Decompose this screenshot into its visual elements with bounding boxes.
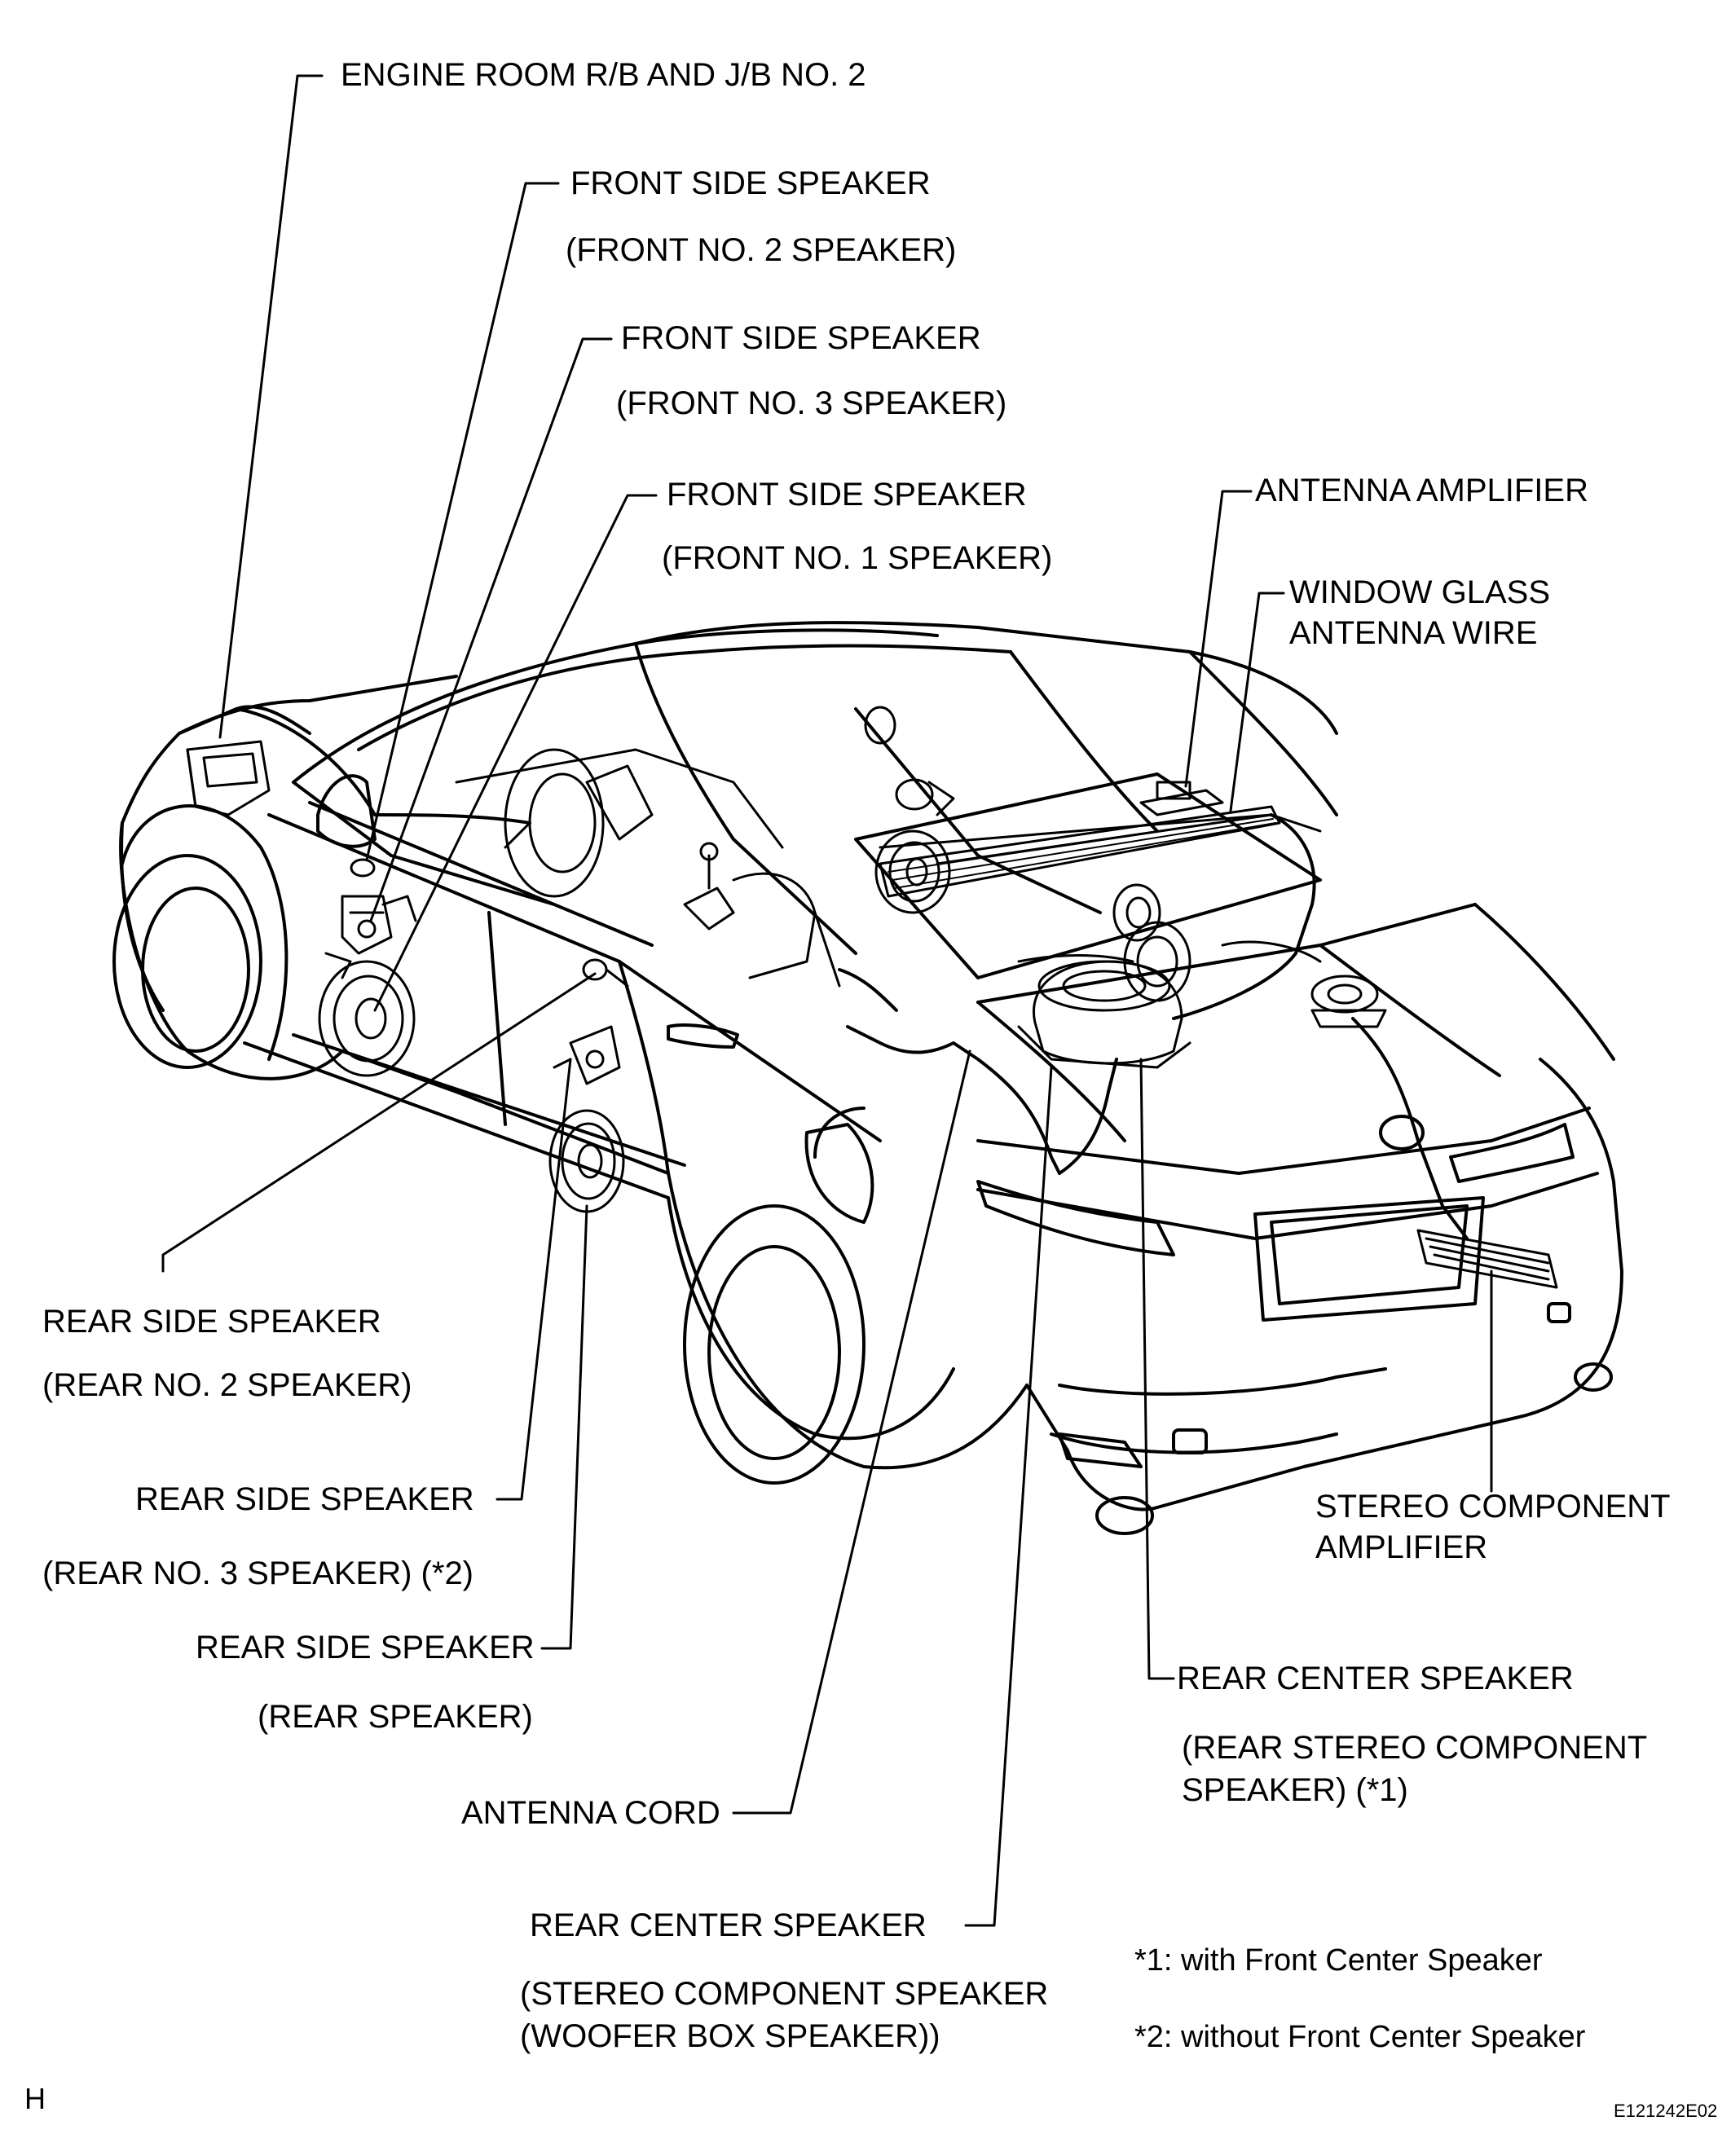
label-rear-side-speaker-2: REAR SIDE SPEAKER bbox=[42, 1304, 381, 1340]
rear-door-speaker bbox=[548, 1109, 625, 1213]
stereo-component-amplifier bbox=[1416, 1229, 1558, 1289]
front-no2-speaker bbox=[350, 858, 376, 878]
front-upper-speakers bbox=[864, 706, 955, 816]
label-rear-center-woofer: REAR CENTER SPEAKER bbox=[530, 1907, 927, 1943]
label-front-side-speaker-1: FRONT SIDE SPEAKER bbox=[667, 477, 1027, 513]
label-window-glass: WINDOW GLASS bbox=[1289, 574, 1550, 610]
rear-right-shelf-speaker bbox=[1112, 883, 1161, 942]
footnote-1: *1: with Front Center Speaker bbox=[1134, 1943, 1543, 1978]
label-stereo-component-amplifier: STEREO COMPONENT bbox=[1315, 1489, 1671, 1525]
figure-code: E121242E02 bbox=[1614, 2101, 1717, 2121]
label-front-side-speaker-3: FRONT SIDE SPEAKER bbox=[621, 320, 981, 356]
window-glass-antenna-wire bbox=[879, 805, 1281, 898]
label-front-side-speaker-2: FRONT SIDE SPEAKER bbox=[570, 165, 931, 201]
label-rear-center-woofer-sub2: (WOOFER BOX SPEAKER)) bbox=[520, 2018, 940, 2054]
label-front-side-speaker-2-sub: (FRONT NO. 2 SPEAKER) bbox=[566, 232, 956, 268]
leader-lines bbox=[161, 74, 1493, 1927]
label-front-side-speaker-1-sub: (FRONT NO. 1 SPEAKER) bbox=[662, 540, 1052, 576]
front-no1-speaker bbox=[318, 960, 416, 1077]
label-rear-side-speaker-3: REAR SIDE SPEAKER bbox=[135, 1481, 474, 1517]
label-rear-side-speaker: REAR SIDE SPEAKER bbox=[196, 1630, 535, 1665]
label-antenna-amplifier: ANTENNA AMPLIFIER bbox=[1255, 473, 1588, 508]
label-rear-center-stereo: REAR CENTER SPEAKER bbox=[1177, 1661, 1574, 1696]
label-rear-side-speaker-2-sub: (REAR NO. 2 SPEAKER) bbox=[42, 1367, 412, 1403]
label-rear-center-stereo-sub1: (REAR STEREO COMPONENT bbox=[1182, 1730, 1647, 1766]
label-window-glass-sub: ANTENNA WIRE bbox=[1289, 615, 1537, 651]
label-stereo-component-amplifier-sub: AMPLIFIER bbox=[1315, 1529, 1487, 1565]
label-engine-room: ENGINE ROOM R/B AND J/B NO. 2 bbox=[341, 57, 866, 93]
label-rear-side-speaker-sub: (REAR SPEAKER) bbox=[258, 1699, 533, 1735]
car-body-outline bbox=[112, 621, 1623, 1535]
front-no3-speaker bbox=[324, 895, 417, 979]
antenna-cord bbox=[838, 813, 1469, 1240]
label-rear-center-woofer-sub1: (STEREO COMPONENT SPEAKER bbox=[520, 1976, 1048, 2012]
label-front-side-speaker-3-sub: (FRONT NO. 3 SPEAKER) bbox=[616, 385, 1006, 421]
rear-left-shelf-speaker bbox=[874, 829, 951, 914]
footnote-2: *2: without Front Center Speaker bbox=[1134, 2020, 1586, 2054]
engine-room-relay-block bbox=[186, 740, 271, 816]
label-rear-side-speaker-3-sub: (REAR NO. 3 SPEAKER) (*2) bbox=[42, 1555, 473, 1591]
rear-stereo-component-speaker bbox=[1310, 975, 1387, 1028]
label-antenna-cord: ANTENNA CORD bbox=[461, 1795, 720, 1831]
antenna-amplifier bbox=[1139, 781, 1224, 816]
rear-no2-speaker bbox=[582, 958, 629, 988]
rear-no3-speaker bbox=[553, 1025, 621, 1085]
label-rear-center-stereo-sub2: SPEAKER) (*1) bbox=[1182, 1772, 1408, 1808]
corner-letter: H bbox=[24, 2082, 46, 2115]
woofer-box-speaker bbox=[1017, 921, 1191, 1069]
